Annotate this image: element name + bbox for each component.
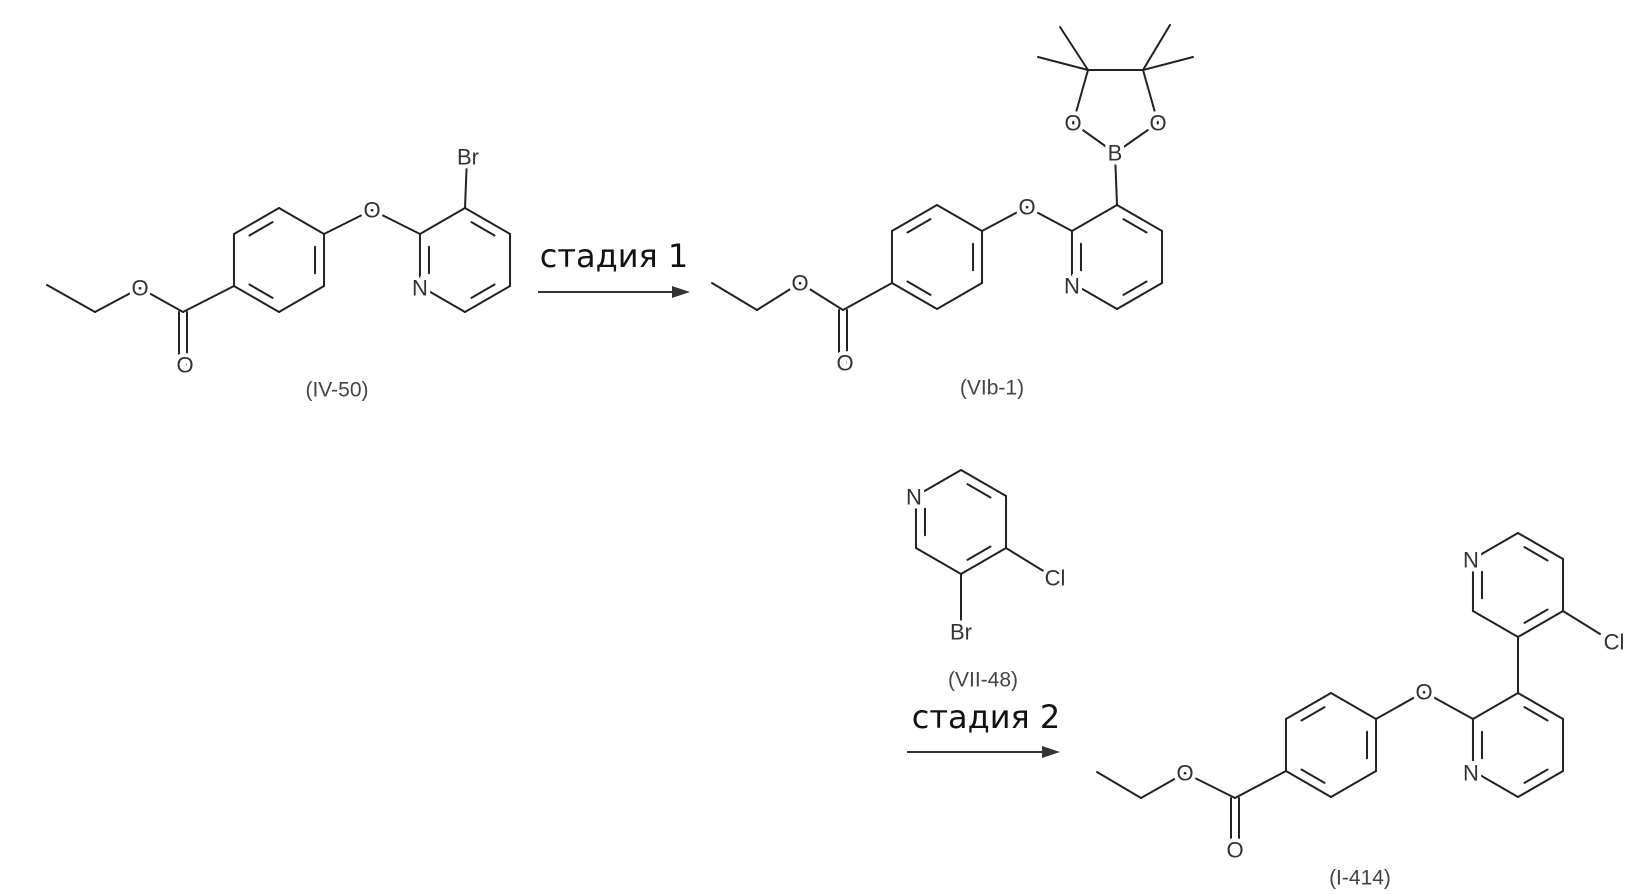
- atom-n-upper: N: [1463, 548, 1479, 573]
- bond: [1473, 611, 1518, 637]
- bond: [1117, 283, 1162, 309]
- step2-label: стадия 2: [912, 698, 1061, 736]
- compound-vii-48: N Cl Br (VII-48): [906, 485, 1065, 692]
- bond: [279, 208, 324, 234]
- compound-iv-50: O O O Br N (IV-50): [131, 145, 479, 402]
- bond: [1097, 772, 1141, 798]
- atom-o-ester: O: [131, 276, 148, 301]
- reaction-arrow-step1: [538, 286, 690, 298]
- bond: [234, 208, 279, 234]
- bond: [1473, 771, 1518, 797]
- atom-n-lower: N: [1463, 761, 1479, 786]
- bond: [1006, 548, 1045, 572]
- bond: [465, 208, 510, 234]
- bond: [1331, 693, 1376, 719]
- bond: [1518, 771, 1563, 797]
- bond: [465, 286, 510, 312]
- atom-o-ether: O: [1018, 195, 1035, 220]
- bond: [279, 286, 324, 312]
- bond: [1518, 693, 1563, 719]
- bond: [937, 205, 982, 231]
- compound-vib-1: O O O N B O O (VIb-1): [791, 111, 1166, 400]
- bond: [961, 470, 1006, 496]
- atom-o-ether: O: [363, 198, 380, 223]
- compound-label: (IV-50): [305, 379, 368, 402]
- bond: [843, 283, 892, 310]
- bond: [1286, 771, 1331, 797]
- bond: [1117, 205, 1162, 231]
- atom-o-right: O: [1149, 111, 1166, 136]
- bond: [1473, 533, 1518, 559]
- atom-b: B: [1108, 141, 1123, 166]
- bond: [1473, 693, 1518, 719]
- atom-o-ester: O: [1176, 761, 1193, 786]
- bond: [1235, 771, 1286, 798]
- bond: [47, 285, 95, 312]
- compound-label: (VII-48): [948, 669, 1018, 692]
- bond: [916, 470, 961, 496]
- compound-label: (I-414): [1329, 867, 1391, 890]
- bond: [420, 208, 465, 234]
- atom-o-carbonyl: O: [176, 353, 193, 378]
- bond: [892, 283, 937, 309]
- bond: [712, 283, 757, 310]
- bond: [1072, 205, 1117, 231]
- atom-o-ether: O: [1415, 680, 1432, 705]
- bond: [937, 283, 982, 309]
- bond: [892, 205, 937, 231]
- atom-o-left: O: [1064, 111, 1081, 136]
- atom-o-ester: O: [791, 271, 808, 296]
- atom-n: N: [412, 276, 428, 301]
- atom-br: Br: [457, 145, 479, 170]
- atom-o-carbonyl: O: [836, 351, 853, 376]
- bonds: [47, 25, 1600, 850]
- compound-i-414: O O O N N Cl (I-414): [1176, 548, 1624, 890]
- compound-label: (VIb-1): [960, 377, 1024, 400]
- atom-cl: Cl: [1604, 630, 1625, 655]
- atom-br: Br: [950, 620, 972, 645]
- bond: [183, 286, 234, 312]
- bond: [1331, 771, 1376, 797]
- atom-cl: Cl: [1045, 566, 1066, 591]
- bond: [961, 548, 1006, 574]
- bond: [916, 548, 961, 574]
- bond: [1518, 611, 1563, 637]
- bond: [1518, 533, 1563, 559]
- bond: [234, 286, 279, 312]
- bond: [1563, 611, 1600, 634]
- atom-n: N: [1064, 274, 1080, 299]
- step1-label: стадия 1: [540, 237, 689, 275]
- atom-n: N: [906, 485, 922, 510]
- reaction-arrow-step2: [907, 746, 1060, 758]
- bond: [1286, 693, 1331, 719]
- atom-o-carbonyl: O: [1226, 838, 1243, 863]
